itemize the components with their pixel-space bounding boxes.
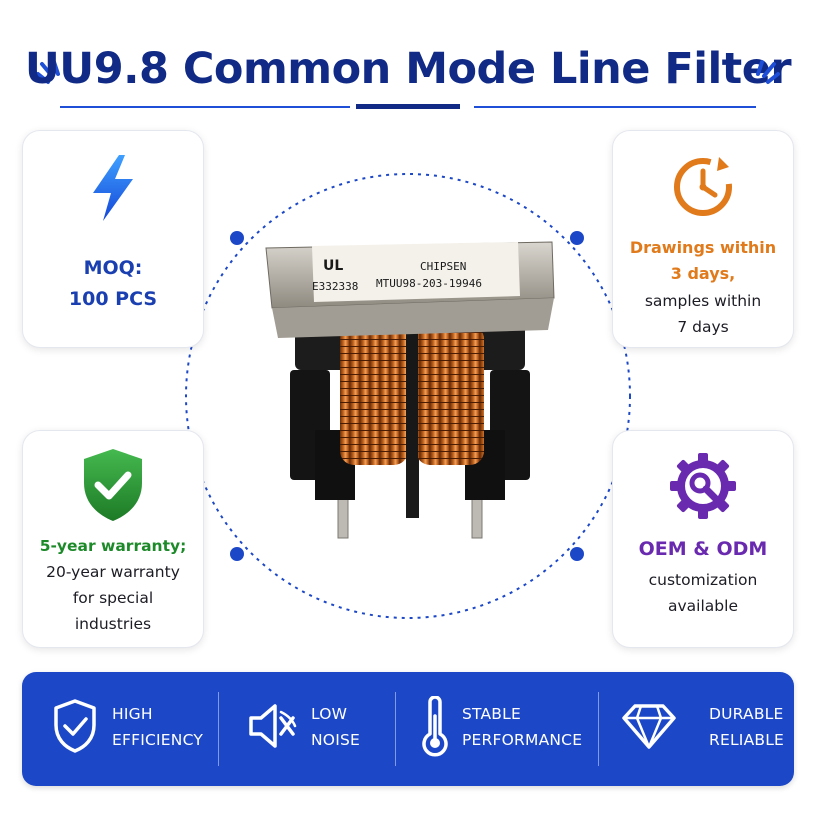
diamond-icon [622, 704, 676, 749]
moq-value: 100 PCS [68, 288, 158, 310]
gear-wrench-icon [670, 453, 736, 519]
circle-dot [230, 231, 244, 245]
product-label [312, 242, 520, 302]
feature-divider [395, 692, 396, 766]
feature-1-line1: HIGH [112, 705, 153, 723]
oem-title: OEM & ODM [638, 538, 768, 560]
feature-2-line2: NOISE [311, 731, 360, 749]
feature-1-line2: EFFICIENCY [112, 731, 203, 749]
product-illustration: UL CHIPSEN E332338 MTUU98-203-19946 [185, 173, 631, 619]
circle-dot [570, 547, 584, 561]
drawings-line2: 3 days, [670, 264, 736, 283]
label-brand: CHIPSEN [420, 260, 466, 273]
feature-low-noise: LOW NOISE [219, 672, 395, 786]
clock-icon [674, 157, 732, 216]
page-title: UU9.8 Common Mode Line Filter [24, 44, 792, 94]
card-oem: OEM & ODM customization available [612, 430, 794, 648]
oem-line3: available [668, 597, 738, 615]
feature-4-line1: DURABLE [709, 705, 784, 723]
product-showcase: UL CHIPSEN E332338 MTUU98-203-19946 [180, 130, 636, 660]
feature-divider [218, 692, 219, 766]
circle-dot [230, 547, 244, 561]
warranty-line2: 20-year warranty [46, 563, 180, 581]
label-part: MTUU98-203-19946 [376, 277, 482, 290]
moq-label: MOQ: [83, 257, 143, 279]
card-lead-time: Drawings within 3 days, samples within 7… [612, 130, 794, 348]
warranty-line3: for special [72, 589, 154, 607]
oem-line2: customization [648, 571, 758, 589]
features-bar: HIGH EFFICIENCY LOW NOISE STABLE PERFORM… [22, 672, 794, 786]
warranty-line4: industries [74, 615, 152, 633]
samples-line1: samples within [644, 292, 762, 310]
feature-2-line1: LOW [311, 705, 348, 723]
feature-3-line2: PERFORMANCE [462, 731, 583, 749]
title-underline-left [60, 106, 350, 108]
shield-check-icon [84, 449, 142, 521]
coil-left [340, 325, 408, 465]
feature-durable-reliable: DURABLE RELIABLE [599, 672, 794, 786]
coil-separator [406, 310, 418, 470]
spark-right-icon [756, 60, 780, 84]
feature-4-line2: RELIABLE [709, 731, 785, 749]
ferrite-core-edge [272, 298, 554, 338]
circle-dot [570, 231, 584, 245]
warranty-line1: 5-year warranty; [39, 537, 187, 555]
card-warranty: 5-year warranty; 20-year warranty for sp… [22, 430, 204, 648]
feature-stable-performance: STABLE PERFORMANCE [396, 672, 596, 786]
label-mark: UL [323, 258, 343, 274]
feature-3-line1: STABLE [462, 705, 521, 723]
shield-check-outline-icon [54, 699, 96, 753]
dashed-circle [185, 173, 631, 619]
drawings-line1: Drawings within [629, 238, 777, 257]
speaker-mute-icon [249, 704, 297, 748]
title-underline-right [474, 106, 756, 108]
thermometer-icon [422, 696, 448, 757]
label-cert: E332338 [312, 280, 358, 293]
samples-line2: 7 days [677, 318, 729, 336]
lightning-bolt-icon [93, 155, 133, 221]
feature-divider [598, 692, 599, 766]
card-moq: MOQ: 100 PCS [22, 130, 204, 348]
title-underline-center [356, 104, 460, 109]
coil-right [416, 325, 484, 465]
feature-high-efficiency: HIGH EFFICIENCY [22, 672, 218, 786]
spark-left-icon [36, 60, 60, 84]
